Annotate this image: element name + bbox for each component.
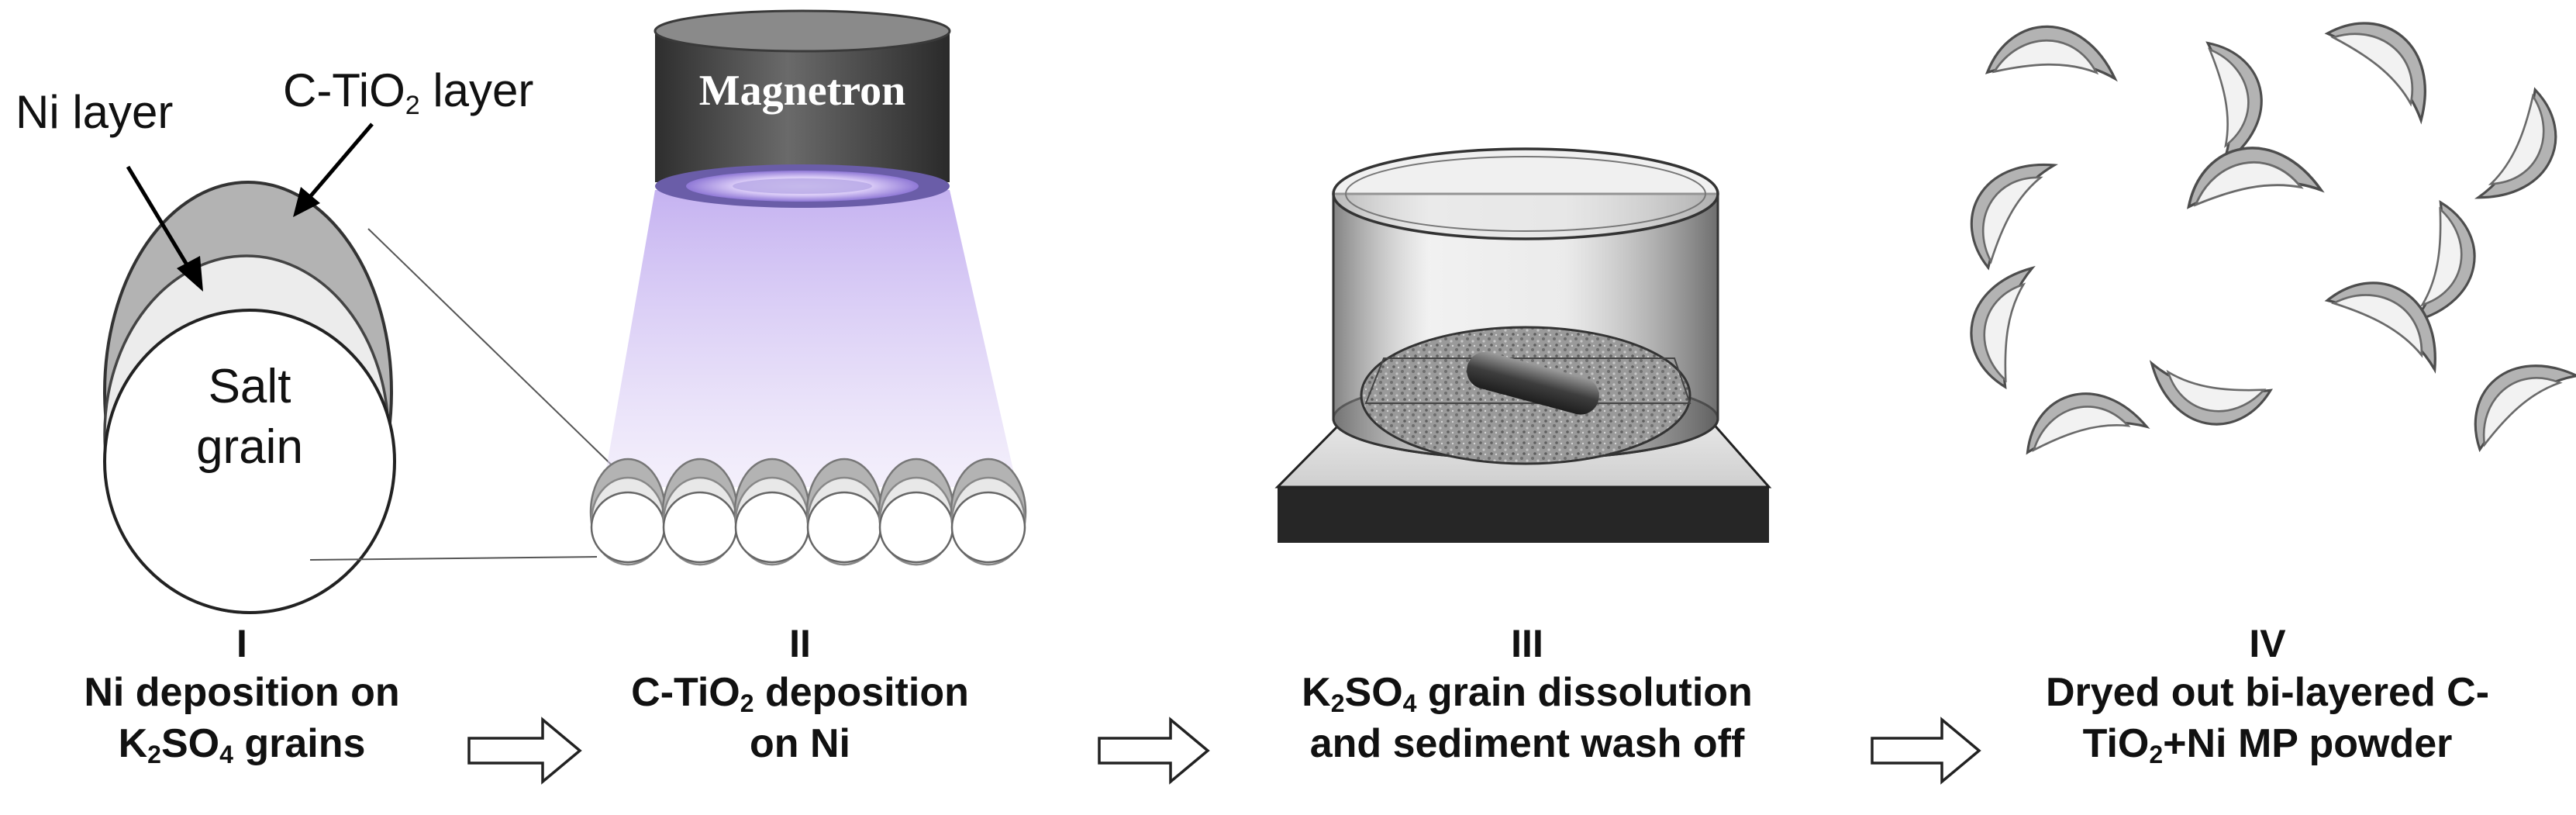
step-2-line1: C-TiO2 deposition [631,670,969,717]
ctio2-layer-arrow [293,123,374,217]
ni-layer-label: Ni layer [16,86,174,138]
mp-powder-particles [1960,6,2576,492]
dissolution-setup [1274,147,1772,543]
particle [2317,273,2450,371]
particle [2457,338,2576,475]
particle [1977,6,2116,120]
particle [1962,151,2056,278]
step-1-line2: K2SO4 grains [118,721,366,768]
particle [2165,29,2287,166]
zoom-line-top [367,228,629,482]
particle [2477,84,2561,205]
coated-grain [733,458,811,566]
step-4-numeral: IV [2249,622,2286,665]
magnetron-body [655,31,950,182]
stirrer-base-front [1278,487,1769,543]
coated-grain-illustration [103,181,396,614]
coated-grain [661,458,739,566]
process-arrow-1 [467,717,582,785]
particle [2309,7,2449,122]
stir-bar [1467,351,1599,415]
step-3-line2: and sediment wash off [1309,721,1745,766]
coated-grain [950,458,1027,566]
coated-grain [805,458,883,566]
step-4-line1: Dryed out bi-layered C- [2045,670,2490,715]
coated-grains-row [589,458,1027,566]
plasma-cone [603,190,1017,487]
salt-grain-shape [103,309,396,614]
step-2-caption: II C-TiO2 deposition on Ni [521,620,1079,769]
coated-grain [878,458,955,566]
zoom-line-bottom [309,556,598,561]
step-3-caption: III K2SO4 grain dissolution and sediment… [1248,620,1806,769]
step-2-numeral: II [789,622,811,665]
process-arrow-2 [1098,717,1210,785]
particle [2150,342,2277,436]
ctio2-layer-label: C-TiO2 layer [283,64,534,120]
step-1-line1: Ni deposition on [84,670,400,715]
magnetron-label: Magnetron [698,67,906,115]
step-1-caption: I Ni deposition on K2SO4 grains [0,620,521,769]
step-4-line2: TiO2+Ni MP powder [2082,721,2453,768]
ni-layer-arrow [126,165,203,292]
step-1-numeral: I [236,622,247,665]
particle [1960,267,2054,393]
process-arrow-3 [1871,717,1981,785]
particle [2012,366,2148,492]
step-3-numeral: III [1511,622,1543,665]
magnetron-illustration [603,9,1017,487]
step-3-line1: K2SO4 grain dissolution [1302,670,1753,717]
step-2-line2: on Ni [750,721,850,766]
coated-grain [589,458,667,566]
step-4-caption: IV Dryed out bi-layered C- TiO2+Ni MP po… [1988,620,2547,769]
beaker-rim [1332,147,1719,240]
